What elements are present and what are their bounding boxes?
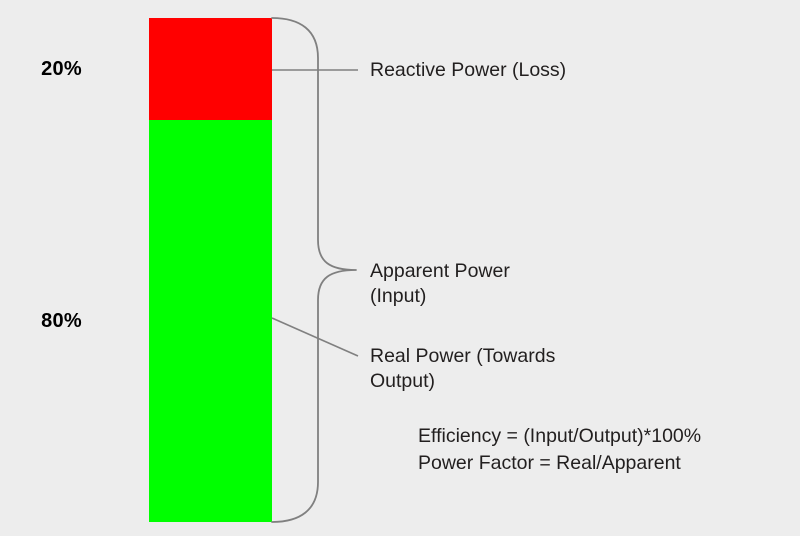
apparent-power-brace	[271, 17, 357, 523]
formula-power-factor: Power Factor = Real/Apparent	[418, 452, 681, 474]
callout-apparent-power: Apparent Power (Input)	[370, 260, 510, 307]
callout-real-power: Real Power (Towards Output)	[370, 345, 556, 392]
real-percent-label: 80%	[41, 310, 82, 332]
formula-block: Efficiency = (Input/Output)*100% Power F…	[418, 423, 701, 477]
bar-segment-reactive	[149, 18, 272, 120]
reactive-percent-label: 20%	[41, 58, 82, 80]
formula-efficiency: Efficiency = (Input/Output)*100%	[418, 425, 702, 447]
bar-segment-real	[149, 120, 272, 522]
callout-reactive-power: Reactive Power (Loss)	[370, 59, 567, 81]
leader-line-real	[271, 317, 359, 357]
